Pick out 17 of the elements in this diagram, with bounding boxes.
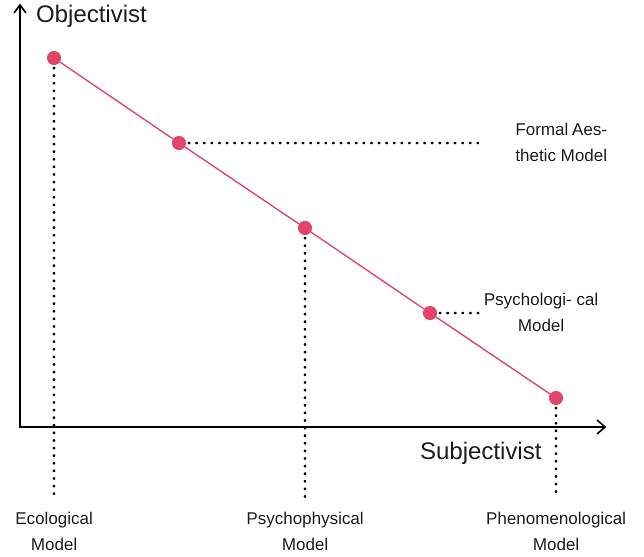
data-point bbox=[423, 306, 437, 320]
data-point bbox=[298, 221, 312, 235]
model-label: Ecological Model bbox=[0, 498, 108, 554]
axis-label: Subjectivist bbox=[420, 440, 542, 464]
connector-line bbox=[184, 146, 300, 225]
model-label: Psychophysical Model bbox=[225, 498, 385, 554]
model-label: Psychologi- cal Model bbox=[482, 287, 600, 341]
model-label: Phenomenological Model bbox=[468, 498, 644, 554]
data-point bbox=[549, 391, 563, 405]
data-point bbox=[47, 51, 61, 65]
connector-line bbox=[310, 231, 425, 310]
model-label: Formal Aes- thetic Model bbox=[485, 117, 607, 171]
data-point bbox=[172, 136, 186, 150]
connector-line bbox=[435, 316, 551, 395]
leader-line bbox=[304, 236, 306, 500]
connector-line bbox=[59, 61, 174, 140]
axis-label: Objectivist bbox=[36, 3, 147, 27]
